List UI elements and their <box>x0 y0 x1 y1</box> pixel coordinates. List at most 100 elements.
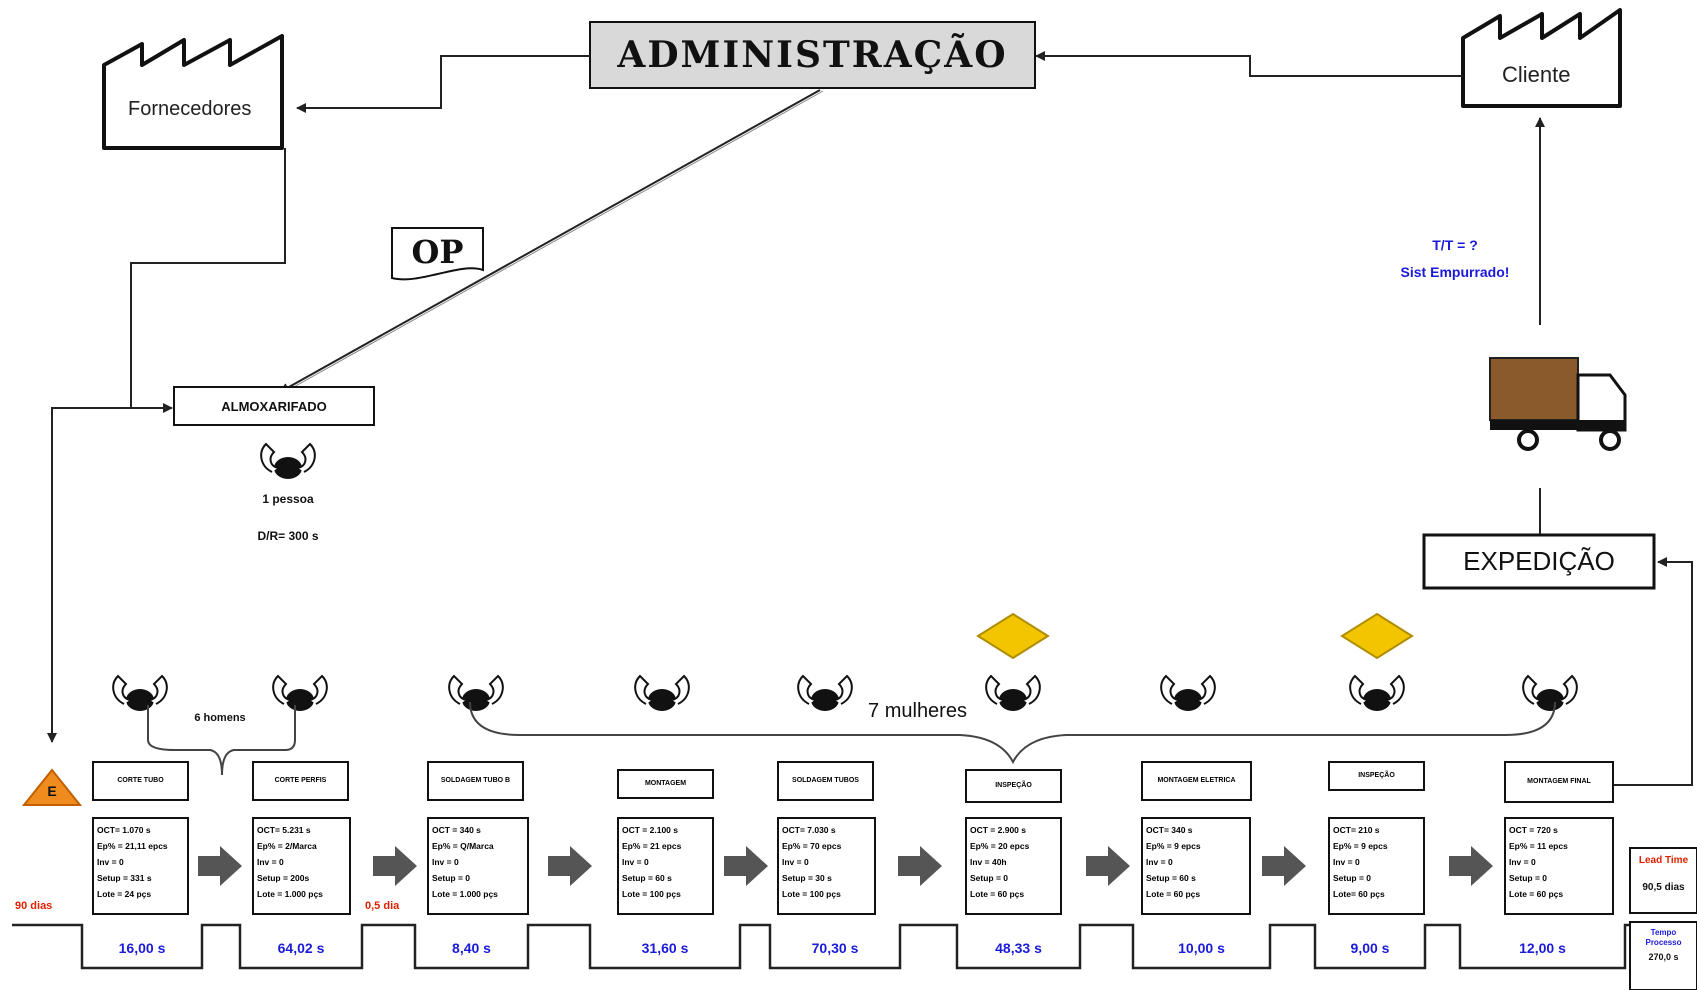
inventory-days-2: 0,5 dia <box>365 900 400 912</box>
process-name: MONTAGEM FINAL <box>1527 778 1591 785</box>
process-name: INSPEÇÃO <box>995 782 1032 789</box>
brace-right <box>469 701 1556 765</box>
process-data-line: Lote= 60 pçs <box>1333 889 1385 899</box>
push-arrow-icon <box>1262 846 1306 886</box>
warehouse-operators: 1 pessoa <box>262 492 314 506</box>
process-name: MONTAGEM <box>644 780 687 787</box>
process-data-line: OCT= 340 s <box>1146 825 1193 835</box>
process-data-line: Inv = 0 <box>97 857 124 867</box>
process-data-line: Setup = 30 s <box>782 873 832 883</box>
process-cycle-time: 48,33 s <box>995 940 1042 956</box>
process-data-line: Ep% = 9 epcs <box>1146 841 1201 851</box>
process-cycle-time: 9,00 s <box>1350 940 1390 956</box>
process-data-box <box>1504 817 1614 915</box>
process-data-line: Lote = 60 pçs <box>1146 889 1201 899</box>
process-data-line: Lote = 1.000 pçs <box>257 889 323 899</box>
process-name: SOLDAGEM TUBO B <box>440 777 511 784</box>
process-data-line: Setup = 0 <box>1509 873 1548 883</box>
process-name-box <box>1141 761 1252 801</box>
shipping-label: EXPEDIÇÃO <box>1463 546 1615 576</box>
process-data-line: Inv = 0 <box>1146 857 1173 867</box>
process-data-line: OCT= 7.030 s <box>782 825 836 835</box>
process-data-line: Inv = 40h <box>970 857 1007 867</box>
process-data-box <box>427 817 529 915</box>
process-data-line: OCT = 2.900 s <box>970 825 1026 835</box>
process-time-label: Tempo Processo <box>1645 928 1682 947</box>
process-data-line: Lote = 60 pçs <box>970 889 1025 899</box>
administration-box <box>589 21 1036 89</box>
process-data-line: Inv = 0 <box>622 857 649 867</box>
process-name-box <box>427 761 524 801</box>
process-data-line: Inv = 0 <box>1509 857 1536 867</box>
process-data-line: Ep% = 20 epcs <box>970 841 1030 851</box>
warehouse-box <box>173 386 375 426</box>
lead-time-label: Lead Time <box>1638 855 1689 866</box>
kaizen-diamond-1 <box>976 612 1050 660</box>
administration-title: ADMINISTRAÇÃO <box>617 34 1008 76</box>
information-flow-lines <box>47 51 1693 786</box>
push-arrow-icon <box>898 846 942 886</box>
process-data-box <box>617 817 714 915</box>
process-name-box <box>777 761 874 801</box>
process-cycle-time: 16,00 s <box>118 940 166 956</box>
process-data-line: OCT = 2.100 s <box>622 825 678 835</box>
process-name: MONTAGEM ELETRICA <box>1157 777 1236 784</box>
process-data-line: OCT= 5.231 s <box>257 825 311 835</box>
brace-left <box>147 705 296 776</box>
process-name: CORTE PERFIS <box>274 777 327 784</box>
lead-time-value: 90,5 dias <box>1642 882 1685 893</box>
push-arrow-icon <box>1086 846 1130 886</box>
op-document-icon <box>391 227 484 281</box>
op-label: OP <box>411 233 464 271</box>
process-data-box <box>1141 817 1251 915</box>
process-cycle-time: 12,00 s <box>1519 940 1566 956</box>
process-data-line: Ep% = 11 epcs <box>1509 841 1568 851</box>
process-cycle-time: 31,60 s <box>641 940 689 956</box>
process-data-line: Ep% = 2/Marca <box>257 841 317 851</box>
process-data-line: OCT= 1.070 s <box>97 825 151 835</box>
process-time-box <box>1629 921 1697 990</box>
push-arrow-icon <box>198 846 242 886</box>
warehouse-demand: D/R= 300 s <box>257 529 319 543</box>
group-right-label: 7 mulheres <box>868 700 967 722</box>
warehouse-label: ALMOXARIFADO <box>221 398 327 414</box>
process-data-box <box>92 817 189 915</box>
process-data-box <box>965 817 1062 915</box>
process-data-line: Setup = 200s <box>257 873 310 883</box>
process-data-line: Ep% = 21,11 epcs <box>97 841 168 851</box>
push-arrow-icon <box>373 846 417 886</box>
process-name-box <box>1504 761 1614 803</box>
client-factory-icon <box>1461 8 1622 108</box>
process-data-line: Lote = 100 pçs <box>622 889 681 899</box>
process-data-line: Lote = 60 pçs <box>1509 889 1564 899</box>
push-arrow-icon <box>724 846 768 886</box>
process-data-line: Setup = 331 s <box>97 873 152 883</box>
warehouse-operator-icon <box>260 443 316 480</box>
push-arrow-icon <box>1449 846 1493 886</box>
process-name-box <box>92 761 189 801</box>
process-data-box <box>252 817 351 915</box>
takt-time-label: T/T = ? <box>1432 237 1478 253</box>
client-label: Cliente <box>1502 62 1571 87</box>
process-data-line: Setup = 0 <box>1333 873 1372 883</box>
process-data-line: OCT = 720 s <box>1509 825 1558 835</box>
process-data-line: Ep% = 9 epcs <box>1333 841 1388 851</box>
inventory-triangle-icon <box>21 768 83 806</box>
inventory-marker-label: E <box>47 783 57 799</box>
kaizen-diamond-2 <box>1340 612 1414 660</box>
process-data-line: Lote = 24 pçs <box>97 889 152 899</box>
shipping-box <box>1422 533 1656 590</box>
process-data-line: OCT = 340 s <box>432 825 481 835</box>
push-arrow-icon <box>548 846 592 886</box>
process-name-box <box>1328 761 1425 791</box>
process-data-line: Ep% = 21 epcs <box>622 841 682 851</box>
suppliers-label: Fornecedores <box>128 98 252 120</box>
